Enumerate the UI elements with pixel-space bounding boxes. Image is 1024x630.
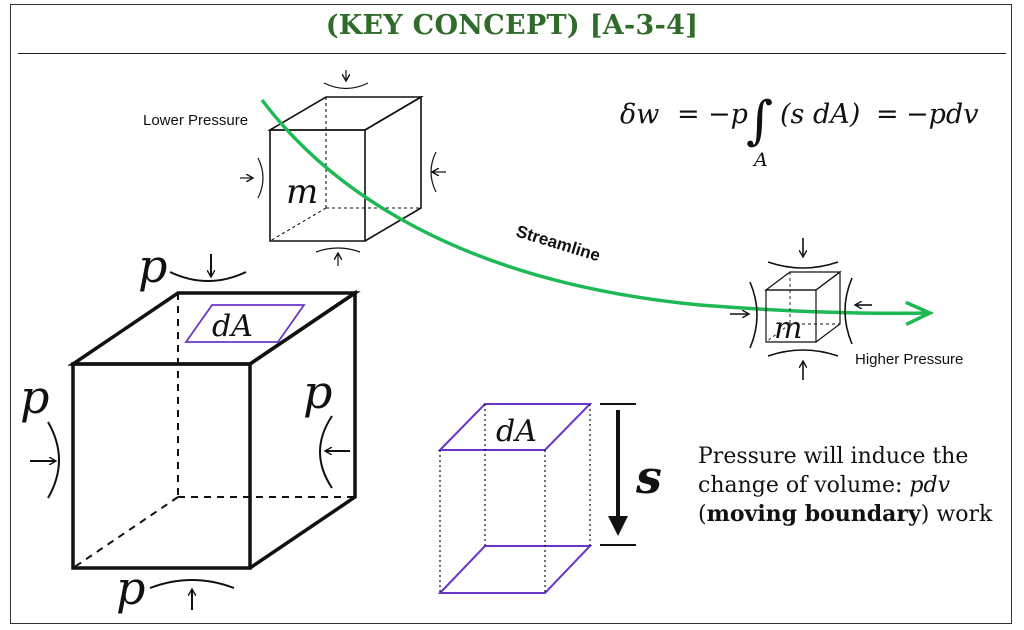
diagram-frame [10,4,1012,624]
note-moving-boundary: moving boundary [706,501,921,527]
higher-pressure-label: Higher Pressure [855,351,963,368]
big-cube-area-label: dA [212,309,253,344]
small-cube-top [267,95,424,242]
streamline-label: Streamline [514,222,603,266]
big-cube [67,289,361,570]
small-cube-right-mass-label: m [774,311,802,346]
integral-sign: ∫ [746,91,773,151]
note-line-1: Pressure will induce the [698,444,969,469]
pressure-label-bottom: p [116,561,145,615]
big-cube-area-patch [184,304,306,343]
streamline-curve [260,98,930,313]
big-cube-pressure-marks [30,254,350,610]
equation-minus-p: −p [708,99,748,130]
small-cube-right-pressure-marks [730,238,872,380]
pressure-label-right: p [303,365,332,419]
note-line-3: (moving boundary) work [698,500,1018,529]
note-pdv: pdv [909,473,951,498]
prism-area-label: dA [496,414,537,449]
note-line-2: change of volume: pdv [698,471,1018,500]
pressure-label-left: p [20,370,49,424]
small-cube-top-mass-label: m [286,172,318,212]
equation-rhs: −pdv [906,99,978,130]
small-cube-top-pressure-marks [240,70,446,266]
displacement-prism [437,403,593,594]
pressure-label-top: p [138,239,167,293]
note-work: ) work [920,502,993,527]
explanation-note: Pressure will induce the change of volum… [698,442,1018,529]
equation-integrand: (s dA) [780,99,860,130]
page-title: (KEY CONCEPT) [A-3-4] [325,10,699,41]
note-line-2-text: change of volume: [698,473,910,498]
work-equation: δw = −p ∫ (s dA) = −pdv A [620,91,978,171]
displacement-label: s [635,450,662,504]
equation-lhs: δw [620,99,659,130]
equation-equals-2: = [876,99,899,130]
equation-equals-1: = [677,99,700,130]
displacement-arrow [600,403,636,546]
note-open-paren: ( [698,502,707,527]
lower-pressure-label: Lower Pressure [143,112,248,129]
title-rule [18,53,1006,54]
small-cube-right [764,270,842,343]
integral-lower-limit: A [752,149,768,171]
